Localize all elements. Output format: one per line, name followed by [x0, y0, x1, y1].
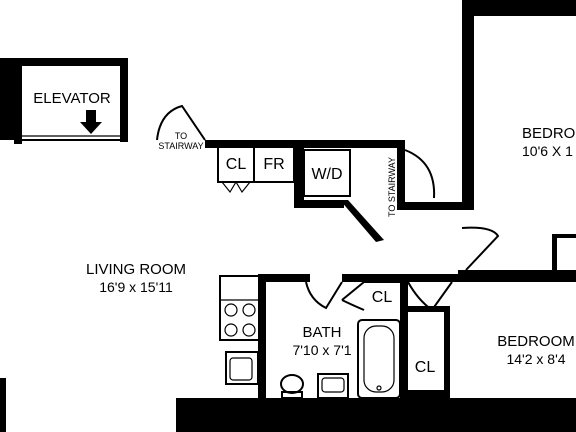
bedroom-2-label: BEDROOM: [497, 333, 575, 350]
bath-sink-icon: [317, 373, 349, 399]
closet-2-label: CL: [372, 289, 393, 306]
washer-dryer-label: W/D: [311, 166, 342, 183]
doors-and-lines: [10, 104, 557, 312]
bedroom-1-dims: 10'6 X 1: [522, 143, 573, 159]
arrow-down-icon: [80, 110, 102, 134]
bedroom-1-label: BEDROOM: [522, 125, 576, 142]
sink-icon: [225, 351, 259, 385]
living-room-dims: 16'9 x 15'11: [99, 279, 173, 295]
living-room-label: LIVING ROOM: [86, 261, 186, 278]
bath-dims: 7'10 x 7'1: [292, 342, 351, 358]
fridge-label: FR: [263, 156, 284, 173]
elevator-label: ELEVATOR: [33, 90, 111, 107]
stove-icon: [219, 275, 261, 341]
fixtures: [219, 275, 401, 399]
stairway-left-label: STAIRWAY: [158, 141, 203, 151]
stairway-right-label: TO STAIRWAY: [387, 157, 397, 217]
bath-label: BATH: [303, 324, 342, 341]
closet-1-label: CL: [226, 156, 247, 173]
bathtub-icon: [357, 319, 401, 399]
stairway-left-to: TO: [175, 131, 187, 141]
toilet-icon: [280, 374, 304, 394]
bedroom-2-dims: 14'2 x 8'4: [506, 351, 565, 367]
closet-3-label: CL: [415, 359, 436, 376]
